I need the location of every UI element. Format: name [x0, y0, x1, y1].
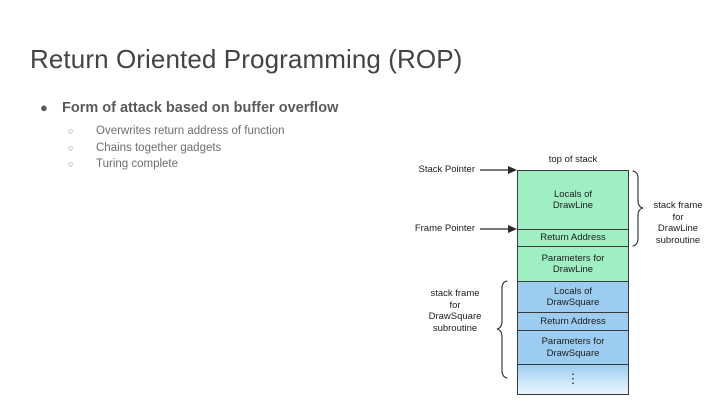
bullet-list: ● Form of attack based on buffer overflo…: [40, 100, 420, 175]
stack-cell-continuation: ⋮: [518, 365, 628, 394]
caption-line: DrawSquare: [428, 311, 482, 322]
bullet-marker-hollow: ○: [68, 142, 74, 153]
bullet-item-turing: ○ Turing complete: [68, 158, 420, 170]
caption-line: subroutine: [432, 322, 478, 334]
stack-cell-params-drawsquare: Parameters for DrawSquare: [518, 331, 628, 365]
cell-line: DrawLine: [552, 200, 594, 211]
caption-line: DrawLine: [657, 223, 699, 234]
bullet-marker-hollow: ○: [68, 159, 74, 169]
caption-line: subroutine: [655, 234, 701, 246]
page-title: Return Oriented Programming (ROP): [30, 44, 463, 74]
bullet-text: Overwrites return address of function: [96, 125, 285, 137]
frame-label-drawsquare: stack frame for DrawSquare subroutine: [412, 288, 498, 334]
cell-line: Locals of: [553, 188, 593, 200]
left-brace-drawsquare: [496, 280, 508, 379]
caption-line: for: [449, 299, 461, 311]
diagram-annotations: [480, 166, 644, 379]
frame-pointer-arrow: [480, 225, 517, 233]
frame-pointer-label: Frame Pointer: [414, 223, 475, 234]
cell-line: Parameters for: [541, 252, 605, 264]
stack-cell-locals-drawline: Locals of DrawLine: [518, 171, 628, 230]
stack-pointer-label: Stack Pointer: [418, 164, 476, 175]
stack-cells: Locals of DrawLine Return Address Parame…: [517, 170, 629, 395]
cell-line: DrawLine: [552, 264, 594, 275]
bullet-item-chains: ○ Chains together gadgets: [68, 142, 420, 154]
bullet-text: Turing complete: [96, 158, 179, 170]
caption-line: for: [672, 211, 684, 223]
bullet-marker-filled: ●: [40, 100, 48, 115]
caption-line: stack frame: [653, 200, 703, 211]
frame-label-drawline: stack frame for DrawLine subroutine: [642, 200, 714, 246]
right-brace-drawline: [632, 170, 644, 247]
bullet-text: Form of attack based on buffer overflow: [62, 100, 339, 116]
bullet-text: Chains together gadgets: [96, 141, 222, 154]
top-of-stack-label: top of stack: [548, 154, 598, 165]
stack-cell-locals-drawsquare: Locals of DrawSquare: [518, 282, 628, 313]
bullet-item-primary: ● Form of attack based on buffer overflo…: [40, 100, 420, 116]
stack-pointer-arrow: [480, 166, 517, 174]
cell-line: DrawSquare: [546, 297, 600, 308]
stack-cell-return-address-drawsquare: Return Address: [518, 313, 628, 331]
stack-diagram: top of stack Stack Pointer Frame Pointer…: [390, 140, 720, 405]
cell-line: Return Address: [540, 232, 606, 244]
caption-line: stack frame: [430, 288, 480, 299]
bullet-item-overwrites: ○ Overwrites return address of function: [68, 125, 420, 137]
cell-line: Return Address: [540, 315, 606, 327]
bullet-marker-hollow: ○: [68, 126, 74, 136]
bullet-sublist: ○ Overwrites return address of function …: [68, 125, 420, 170]
cell-line: DrawSquare: [546, 347, 600, 359]
cell-line: Parameters for: [541, 336, 605, 347]
stack-cell-return-address-drawline: Return Address: [518, 230, 628, 247]
vertical-ellipsis-icon: ⋮: [566, 371, 580, 386]
cell-line: Locals of: [553, 285, 593, 297]
stack-cell-params-drawline: Parameters for DrawLine: [518, 247, 628, 282]
